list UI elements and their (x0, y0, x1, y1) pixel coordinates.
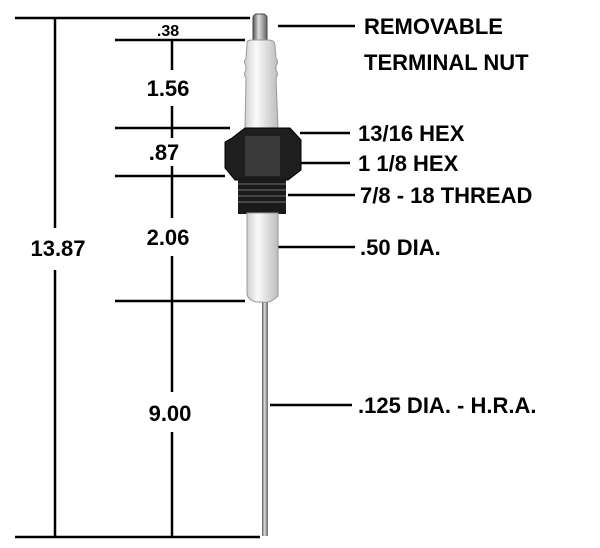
electrode-illustration (224, 13, 302, 536)
dim-hex: .87 (149, 140, 180, 165)
dim-terminal: .38 (157, 23, 179, 40)
callout-terminal-2: TERMINAL NUT (364, 50, 529, 75)
lower-insulator (246, 212, 279, 303)
dimension-lines (15, 16, 260, 539)
callout-hex-small: 13/16 HEX (358, 121, 465, 146)
dim-upper-insulator: 1.56 (147, 76, 190, 101)
callout-rod-dia: .125 DIA. - H.R.A. (358, 393, 536, 418)
dim-rod: 9.00 (149, 401, 192, 426)
callout-thread: 7/8 - 18 THREAD (360, 183, 532, 208)
callout-terminal-1: REMOVABLE (364, 14, 503, 39)
callout-insulator-dia: .50 DIA. (360, 235, 441, 260)
dim-overall: 13.87 (30, 236, 85, 261)
callout-hex-large: 1 1/8 HEX (358, 151, 459, 176)
callout-lines (270, 24, 355, 407)
upper-insulator (244, 39, 279, 129)
rod (262, 298, 268, 536)
dim-lower-insulator: 2.06 (147, 225, 190, 250)
